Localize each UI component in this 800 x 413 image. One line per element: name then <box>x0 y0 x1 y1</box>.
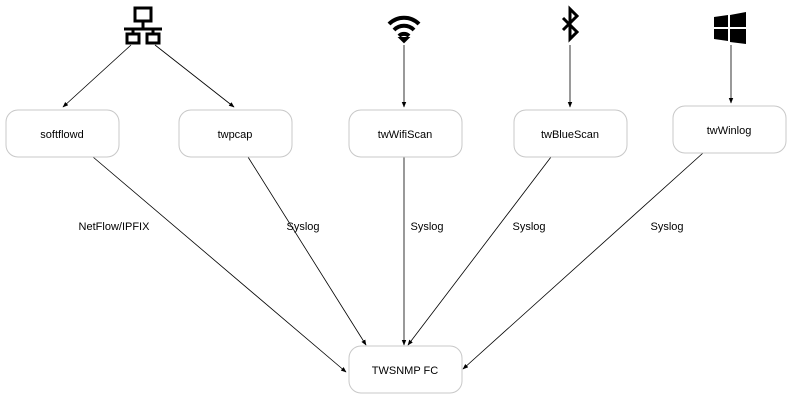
edge-label-twwinlog: Syslog <box>650 221 683 233</box>
edge-labels: NetFlow/IPFIX Syslog Syslog Syslog Syslo… <box>79 221 684 233</box>
edge-network-to-softflowd <box>62 44 132 108</box>
edge-label-twbluescan: Syslog <box>512 221 545 233</box>
edge-twbluescan-to-twsnmp <box>407 156 552 346</box>
node-label-softflowd: softflowd <box>40 129 83 141</box>
node-label-twbluescan: twBlueScan <box>541 129 599 141</box>
bluetooth-icon <box>561 5 580 43</box>
edge-label-softflowd: NetFlow/IPFIX <box>79 221 151 233</box>
edge-twpcap-to-twsnmp <box>247 156 367 346</box>
node-label-twwifiscan: twWifiScan <box>378 129 432 141</box>
node-twsnmp: TWSNMP FC <box>348 345 463 394</box>
edge-network-to-twpcap <box>154 44 235 108</box>
node-label-twpcap: twpcap <box>218 129 253 141</box>
edge-twwinlog-to-twsnmp <box>462 152 704 370</box>
node-label-twwinlog: twWinlog <box>707 125 752 137</box>
windows-icon <box>714 12 746 44</box>
node-softflowd: softflowd <box>5 109 120 158</box>
node-label-twsnmp: TWSNMP FC <box>372 365 438 377</box>
edge-softflowd-to-twsnmp <box>92 156 347 373</box>
wifi-icon <box>387 15 421 44</box>
edge-label-twpcap: Syslog <box>286 221 319 233</box>
edge-label-twwifiscan: Syslog <box>410 221 443 233</box>
node-twwinlog: twWinlog <box>672 105 787 154</box>
node-twwifiscan: twWifiScan <box>348 109 463 158</box>
node-twbluescan: twBlueScan <box>513 109 628 158</box>
node-twpcap: twpcap <box>178 109 293 158</box>
edges <box>62 44 734 373</box>
network-icon <box>124 6 162 45</box>
